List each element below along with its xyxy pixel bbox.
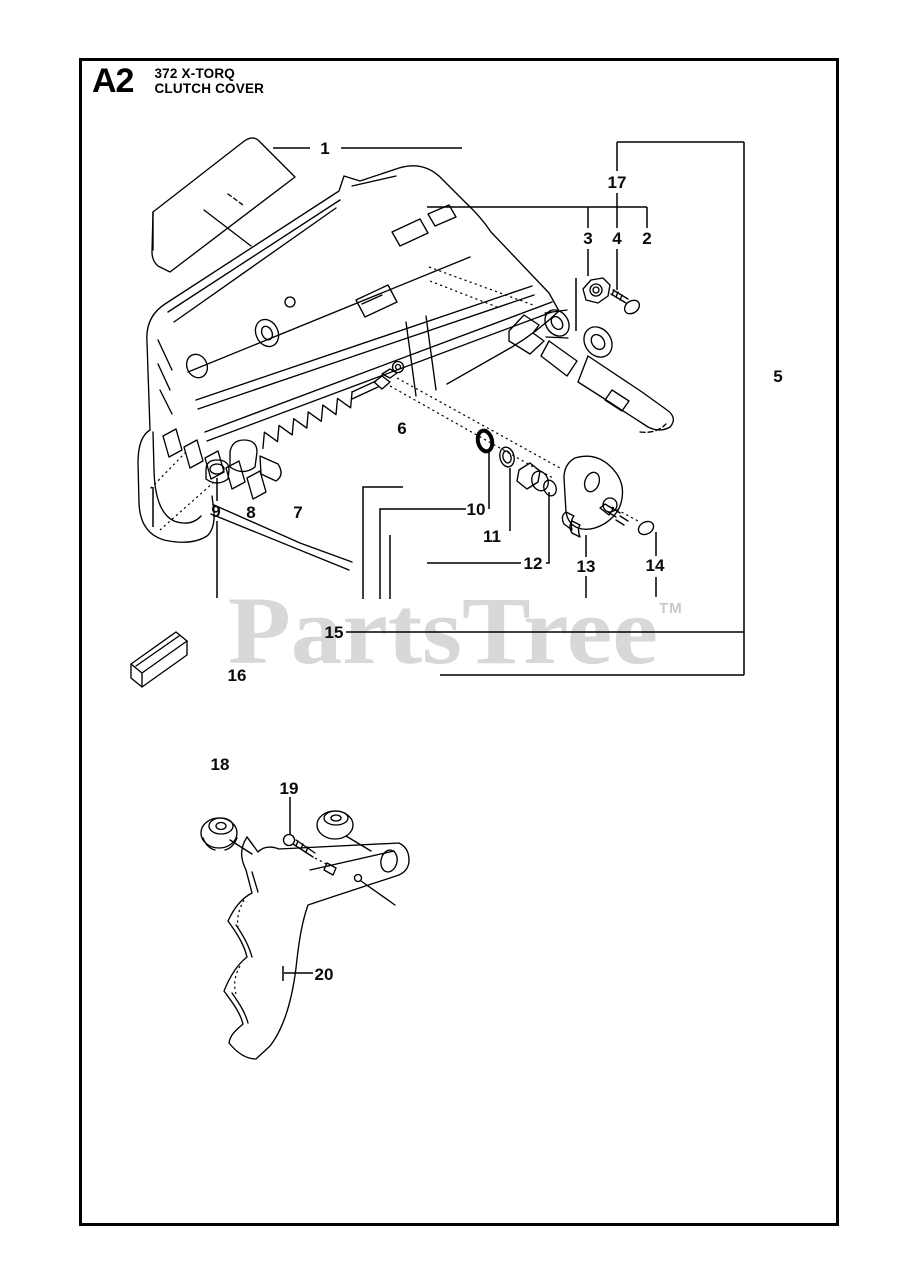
callout-12: 12 <box>524 554 543 573</box>
callout-15: 15 <box>325 623 344 642</box>
callout-labels: 1 17 3 4 2 5 6 9 8 7 10 11 12 13 14 15 16 18 19 20 <box>211 139 783 984</box>
watermark-tm: TM <box>659 600 683 617</box>
page-header: A2 372 X-TORQ CLUTCH COVER <box>92 64 264 98</box>
callout-9: 9 <box>211 502 220 521</box>
watermark-text: PartsTree <box>228 577 658 684</box>
watermark: PartsTree TM <box>228 577 683 684</box>
callout-1: 1 <box>320 139 329 158</box>
callout-8: 8 <box>246 503 255 522</box>
callout-leader-lines <box>216 141 745 981</box>
callout-5: 5 <box>773 367 782 386</box>
callout-11: 11 <box>483 527 501 546</box>
callout-20: 20 <box>315 965 334 984</box>
header-text-block: 372 X-TORQ CLUTCH COVER <box>154 66 264 96</box>
callout-7: 7 <box>293 503 302 522</box>
callout-14: 14 <box>646 556 665 575</box>
callout-19: 19 <box>280 779 299 798</box>
clutch-cover-assembly-drawing <box>130 137 675 1060</box>
callout-16: 16 <box>228 666 247 685</box>
callout-3: 3 <box>583 229 592 248</box>
page-border <box>79 58 839 1226</box>
callout-18: 18 <box>211 755 230 774</box>
callout-4: 4 <box>612 229 622 248</box>
callout-10: 10 <box>467 500 486 519</box>
callout-13: 13 <box>577 557 596 576</box>
section-code: A2 <box>92 62 134 100</box>
callout-6: 6 <box>397 419 406 438</box>
model-name: 372 X-TORQ <box>154 66 235 81</box>
section-title: CLUTCH COVER <box>154 81 265 96</box>
callout-17: 17 <box>608 173 627 192</box>
callout-2: 2 <box>642 229 651 248</box>
